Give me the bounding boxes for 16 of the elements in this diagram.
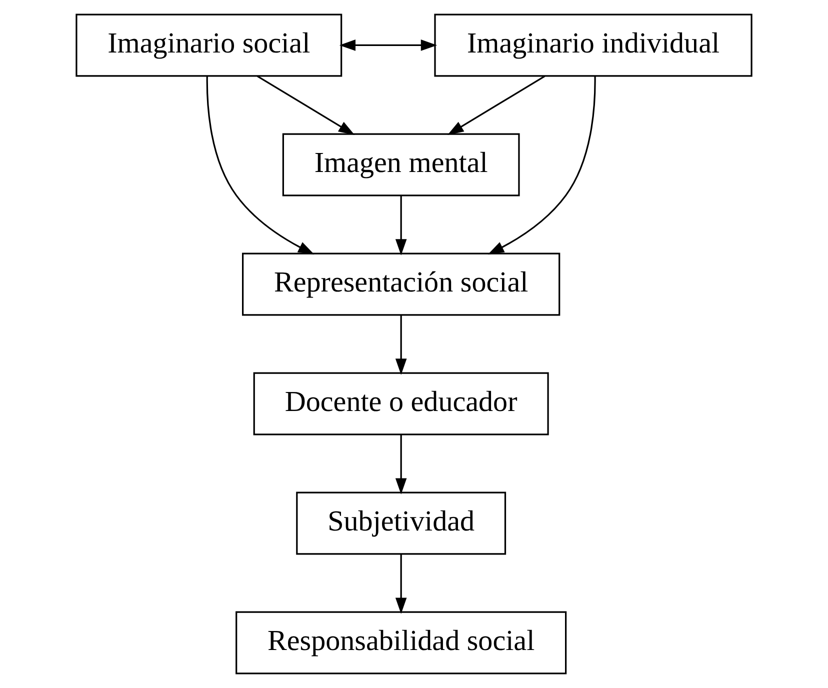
node-box: Imagen mental [282,133,520,196]
node-box: Representación social [242,252,560,316]
arrow [206,76,314,254]
arrow [256,75,355,136]
node-box: Docente o educador [253,372,549,436]
arrow [395,434,407,494]
arrow [488,76,596,254]
node-box: Imaginario individual [434,14,752,77]
arrow [395,554,407,614]
arrow [447,75,546,136]
arrow [395,196,407,256]
node-box: Responsabilidad social [236,611,567,674]
arrow [395,315,407,375]
arrow [339,40,438,51]
node-box: Subjetividad [296,492,506,555]
node-box: Imaginario social [76,14,342,77]
